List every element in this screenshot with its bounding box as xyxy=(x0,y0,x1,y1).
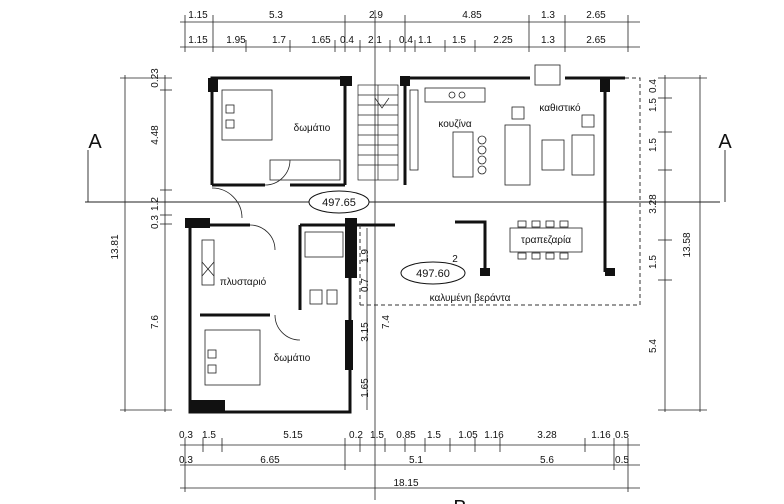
dim-top2-1: 1.15 xyxy=(188,35,208,46)
dim-bottom-6: 0.85 xyxy=(396,430,416,441)
room-label-veranda: καλυμένη βεράντα xyxy=(430,292,511,304)
dim-top2-5: 0.4 xyxy=(340,35,354,46)
elevation-oval-main xyxy=(308,190,370,214)
dim-right-4: 3.28 xyxy=(648,194,659,214)
dim-left-3: 1.2 xyxy=(150,197,161,211)
dim-top-4: 4.85 xyxy=(462,10,482,21)
room-label-kitchen: κουζίνα xyxy=(438,118,472,130)
top-dimension-lines xyxy=(180,15,640,52)
dim-top2-6: 2.1 xyxy=(368,35,382,46)
dim-bottom2-1: 0.3 xyxy=(179,455,193,466)
dim-bottom2-4: 5.6 xyxy=(540,455,554,466)
dim-bottom-10: 3.28 xyxy=(537,430,557,441)
dim-bottom-total: 18.15 xyxy=(393,478,418,489)
dim-bottom-2: 1.5 xyxy=(202,430,216,441)
dim-top2-7: 0.4 xyxy=(399,35,413,46)
dim-top2-10: 2.25 xyxy=(493,35,513,46)
section-line-a xyxy=(85,150,726,203)
elevation-veranda: 497.60 xyxy=(416,268,450,280)
dim-top-3: 2.9 xyxy=(369,10,383,21)
dim-left-1: 0.23 xyxy=(150,68,161,88)
dim-right-5: 1.5 xyxy=(648,255,659,269)
room-label-dining: τραπεζαρία xyxy=(521,234,571,246)
dim-right-1: 0.4 xyxy=(648,79,659,93)
dim-top-1: 1.15 xyxy=(188,10,208,21)
dim-left-4: 0.3 xyxy=(150,215,161,229)
room-label-bedroom-top: δωμάτιο xyxy=(294,122,331,134)
dim-mid-4: 3.15 xyxy=(360,322,371,342)
dim-bottom-7: 1.5 xyxy=(427,430,441,441)
dim-mid-1: 1.9 xyxy=(360,249,371,263)
dim-top2-4: 1.65 xyxy=(311,35,331,46)
side-dimension-lines xyxy=(120,75,707,492)
dim-bottom-12: 0.5 xyxy=(615,430,629,441)
dim-bottom2-3: 5.1 xyxy=(409,455,423,466)
dim-left-total: 13.81 xyxy=(110,234,121,259)
dim-bottom-9: 1.16 xyxy=(484,430,504,441)
elevation-main: 497.65 xyxy=(322,197,356,209)
stair-number: 2 xyxy=(452,254,458,265)
dim-top2-9: 1.5 xyxy=(452,35,466,46)
furniture xyxy=(201,64,595,386)
dim-top-6: 2.65 xyxy=(586,10,606,21)
elevation-oval-veranda xyxy=(400,261,466,285)
dim-top-5: 1.3 xyxy=(541,10,555,21)
room-label-living: καθιστικό xyxy=(539,102,581,114)
staircase xyxy=(357,84,399,181)
section-mark-bottom: B xyxy=(453,497,466,504)
dim-top2-11: 1.3 xyxy=(541,35,555,46)
dim-top2-8: 1.1 xyxy=(418,35,432,46)
dim-bottom2-2: 6.65 xyxy=(260,455,280,466)
dim-right-6: 5.4 xyxy=(648,339,659,353)
dim-right-2: 1.5 xyxy=(648,98,659,112)
veranda-outline xyxy=(359,77,641,306)
room-label-bedroom-bottom: δωμάτιο xyxy=(274,352,311,364)
dim-bottom-3: 5.15 xyxy=(283,430,303,441)
dim-top-2: 5.3 xyxy=(269,10,283,21)
dim-bottom-1: 0.3 xyxy=(179,430,193,441)
mid-dimension-line xyxy=(366,10,376,500)
dim-top2-2: 1.95 xyxy=(226,35,246,46)
section-mark-right: A xyxy=(718,131,732,153)
section-mark-left: A xyxy=(88,131,102,153)
columns xyxy=(185,76,615,412)
dim-top2-12: 2.65 xyxy=(586,35,606,46)
dim-left-2: 4.48 xyxy=(150,125,161,145)
dim-right-3: 1.5 xyxy=(648,138,659,152)
dim-bottom2-5: 0.5 xyxy=(615,455,629,466)
dim-mid-2: 0.7 xyxy=(360,278,371,292)
dim-bottom-8: 1.05 xyxy=(458,430,478,441)
dim-mid-5: 1.65 xyxy=(360,378,371,398)
dim-bottom-5: 1.5 xyxy=(370,430,384,441)
room-label-laundry: πλυσταριό xyxy=(220,276,267,288)
dim-right-total: 13.58 xyxy=(682,232,693,257)
dim-top2-3: 1.7 xyxy=(272,35,286,46)
dim-left-5: 7.6 xyxy=(150,315,161,329)
dim-mid-3: 7.4 xyxy=(381,315,392,329)
dim-bottom-11: 1.16 xyxy=(591,430,611,441)
dim-bottom-4: 0.2 xyxy=(349,430,363,441)
